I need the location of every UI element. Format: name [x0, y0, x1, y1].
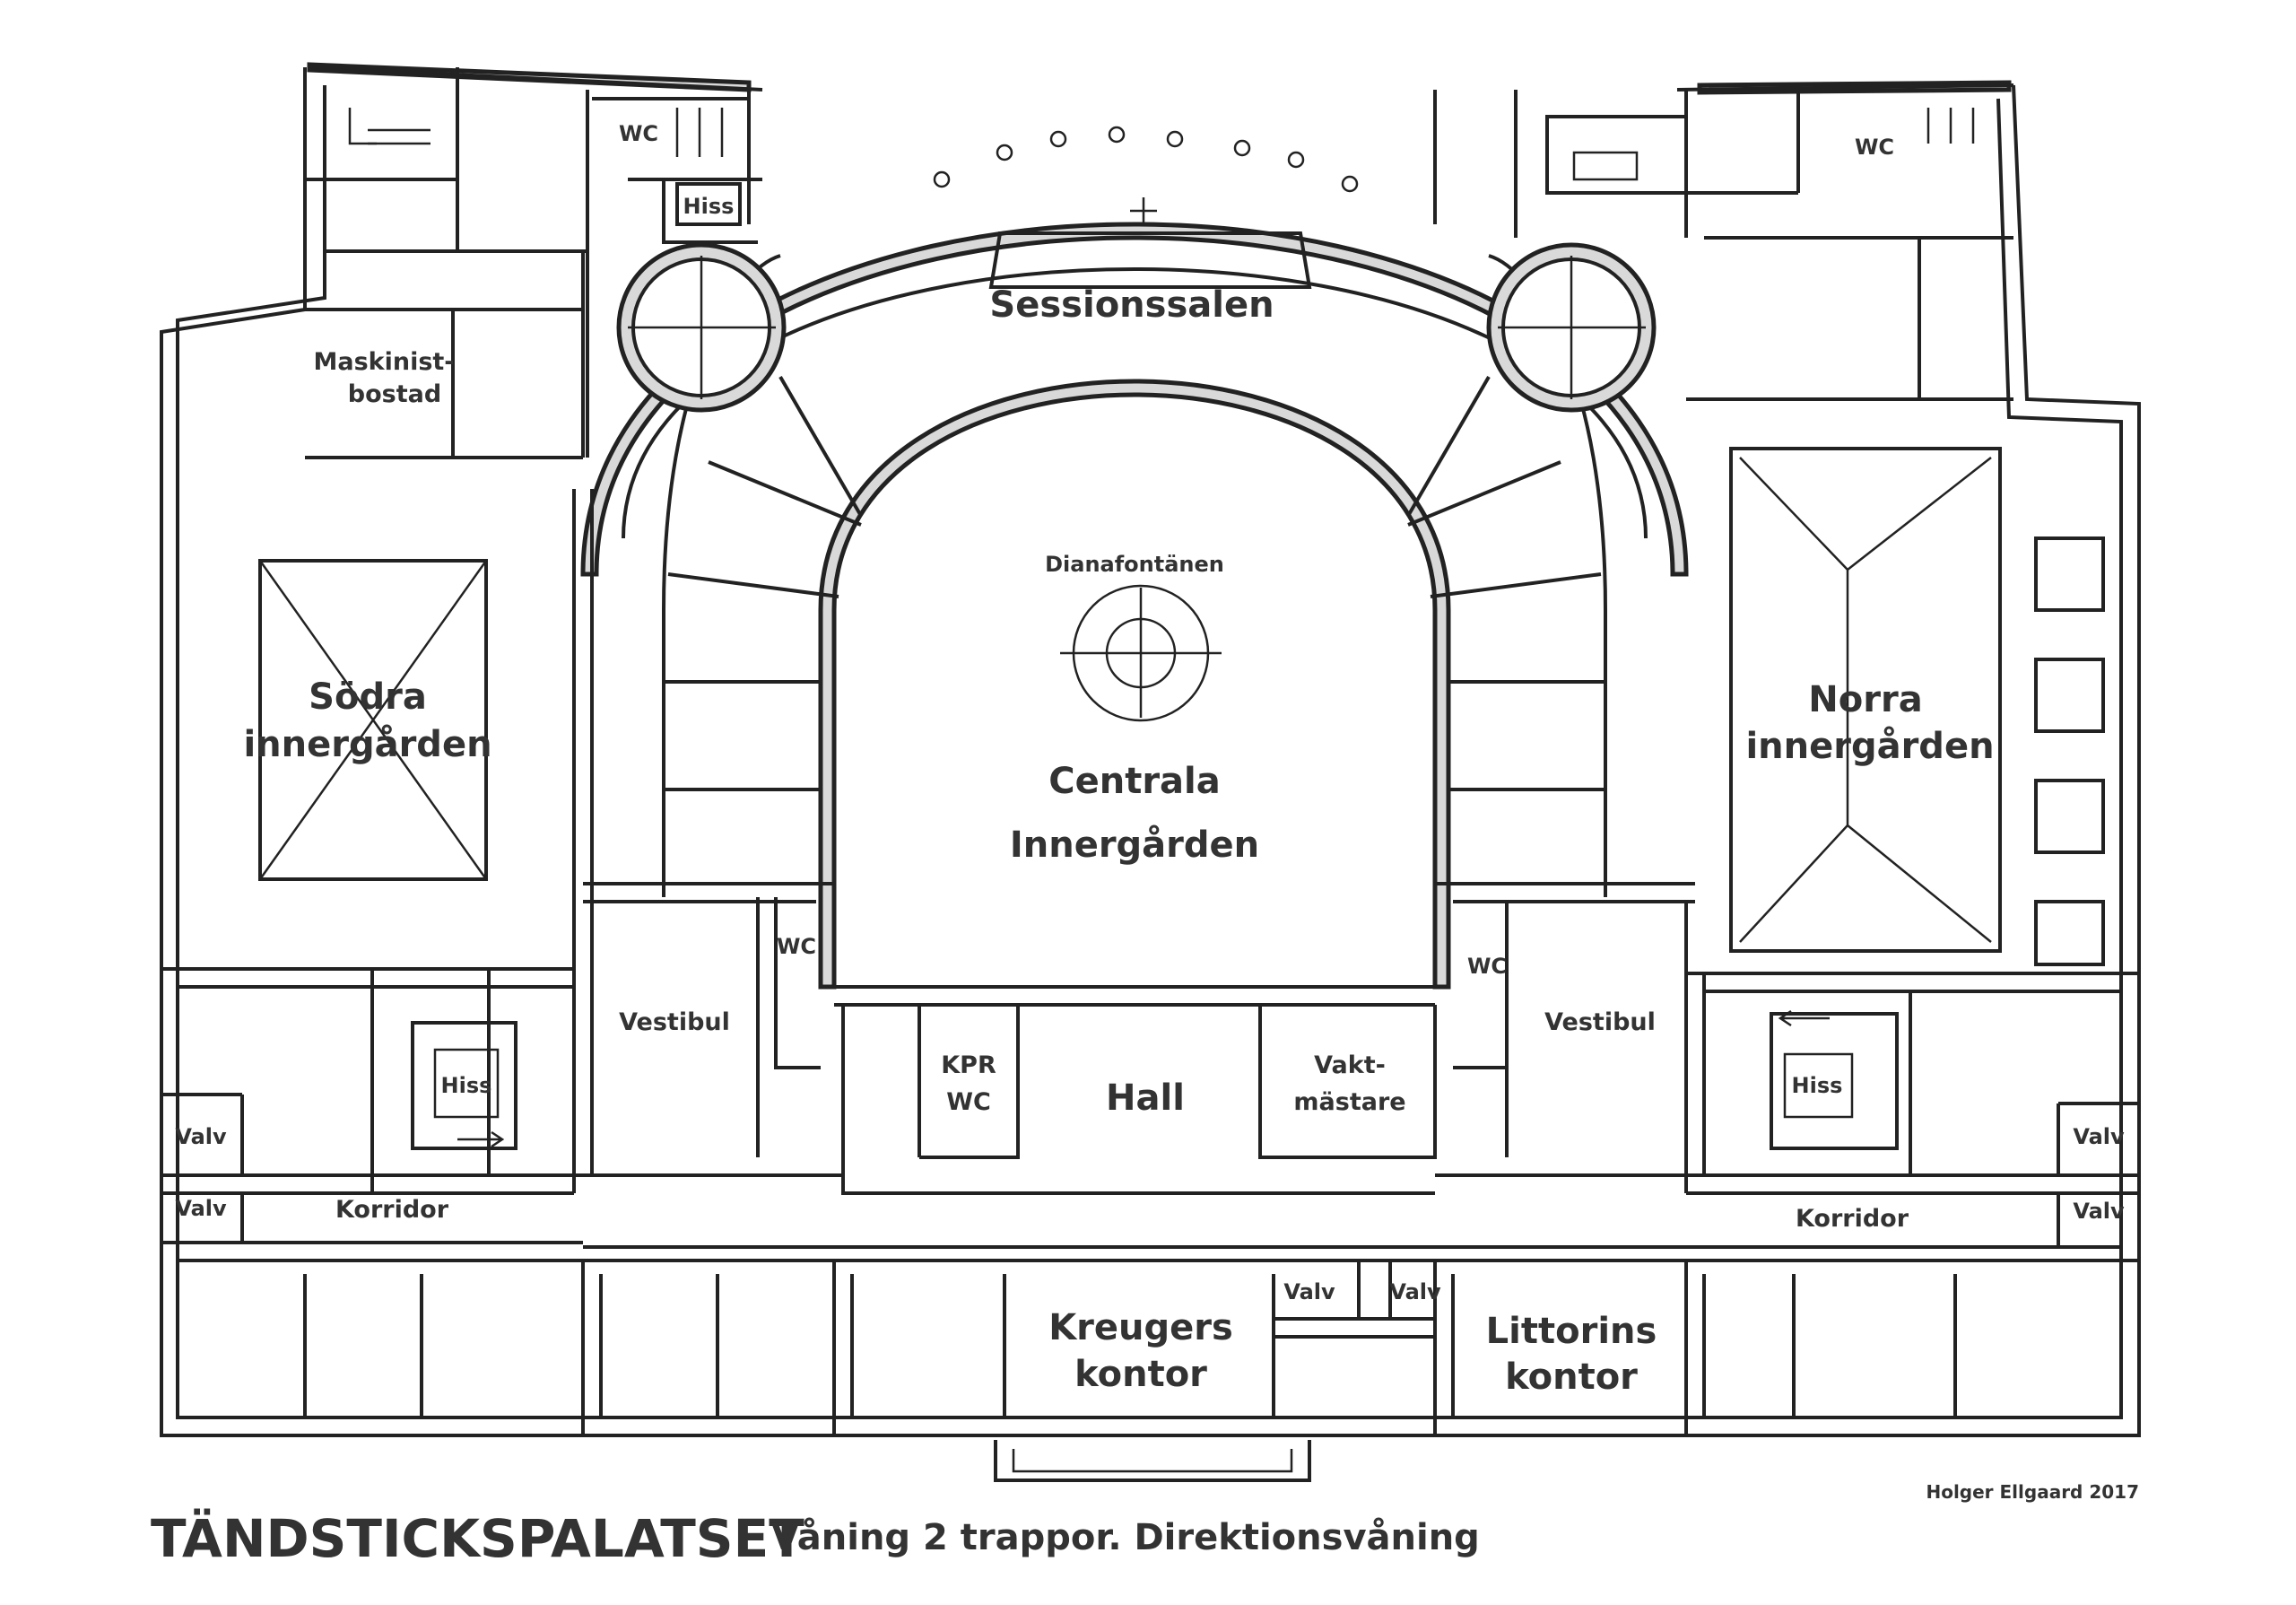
label-kreugers-kontor: kontor — [1074, 1354, 1207, 1395]
label-innergarden-central: Innergården — [1010, 824, 1259, 866]
label-centrala: Centrala — [1048, 761, 1221, 802]
label-hiss-right: Hiss — [1792, 1073, 1843, 1098]
round-towers — [616, 242, 1657, 413]
pillars — [933, 126, 1359, 193]
dianafontanen-fountain — [1060, 584, 1222, 722]
label-vaktmastare-1: Vakt- — [1314, 1051, 1386, 1079]
label-dianafontanen: Dianafontänen — [1045, 552, 1224, 577]
label-sessionssalen: Sessionssalen — [989, 284, 1274, 326]
label-korridor-left: Korridor — [335, 1196, 449, 1224]
label-vaktmastare-2: mästare — [1293, 1088, 1405, 1116]
label-valv-center-1: Valv — [1283, 1279, 1335, 1304]
label-vestibul-left: Vestibul — [619, 1008, 730, 1036]
label-norra: Norra — [1808, 679, 1922, 720]
outer-walls — [160, 62, 2141, 1482]
label-wc-top-left: WC — [619, 121, 658, 146]
label-sodra-innergarden: innergården — [243, 723, 491, 765]
plan-credit: Holger Ellgaard 2017 — [1926, 1481, 2139, 1503]
norra-innergarden-court — [1729, 447, 2105, 966]
label-kpr: KPR — [941, 1051, 996, 1079]
label-maskinist: Maskinist- — [313, 348, 454, 376]
plan-title: TÄNDSTICKSPALATSET — [151, 1507, 804, 1569]
label-wc-top-right: WC — [1855, 135, 1894, 160]
top-left-block — [305, 67, 762, 459]
label-bostad: bostad — [348, 380, 441, 408]
label-littorins-kontor: kontor — [1505, 1356, 1638, 1398]
arc-partitions — [664, 375, 1605, 791]
label-vestibul-right: Vestibul — [1544, 1008, 1656, 1036]
label-wc-center-left: WC — [777, 934, 816, 959]
label-kpr-wc: WC — [946, 1088, 991, 1116]
label-sodra: Södra — [309, 676, 427, 718]
top-right-block — [1433, 90, 2013, 401]
label-valv-center-2: Valv — [1389, 1279, 1441, 1304]
label-wc-center-right: WC — [1467, 954, 1507, 979]
label-hall: Hall — [1106, 1077, 1185, 1119]
label-littorins: Littorins — [1486, 1311, 1657, 1352]
label-norra-innergarden: innergården — [1745, 725, 1994, 767]
plan-subtitle: Våning 2 trappor. Direktionsvåning — [771, 1516, 1480, 1558]
label-valv-left-2: Valv — [175, 1196, 227, 1221]
corridor-band — [161, 1093, 2139, 1262]
label-korridor-right: Korridor — [1796, 1205, 1909, 1233]
hiss-boxes — [411, 182, 1899, 1150]
sodra-innergarden-court — [258, 559, 488, 881]
middle-band — [161, 489, 2139, 1193]
label-valv-right-1: Valv — [2073, 1124, 2125, 1149]
label-valv-right-2: Valv — [2073, 1199, 2125, 1224]
room-labels: Sessionssalen Dianafontänen Centrala Inn… — [175, 121, 2125, 1398]
label-hiss-left: Hiss — [441, 1073, 492, 1098]
bottom-offices — [303, 1260, 1957, 1435]
label-hiss-top: Hiss — [683, 194, 735, 219]
label-valv-left-1: Valv — [175, 1124, 227, 1149]
label-kreugers: Kreugers — [1048, 1307, 1233, 1348]
